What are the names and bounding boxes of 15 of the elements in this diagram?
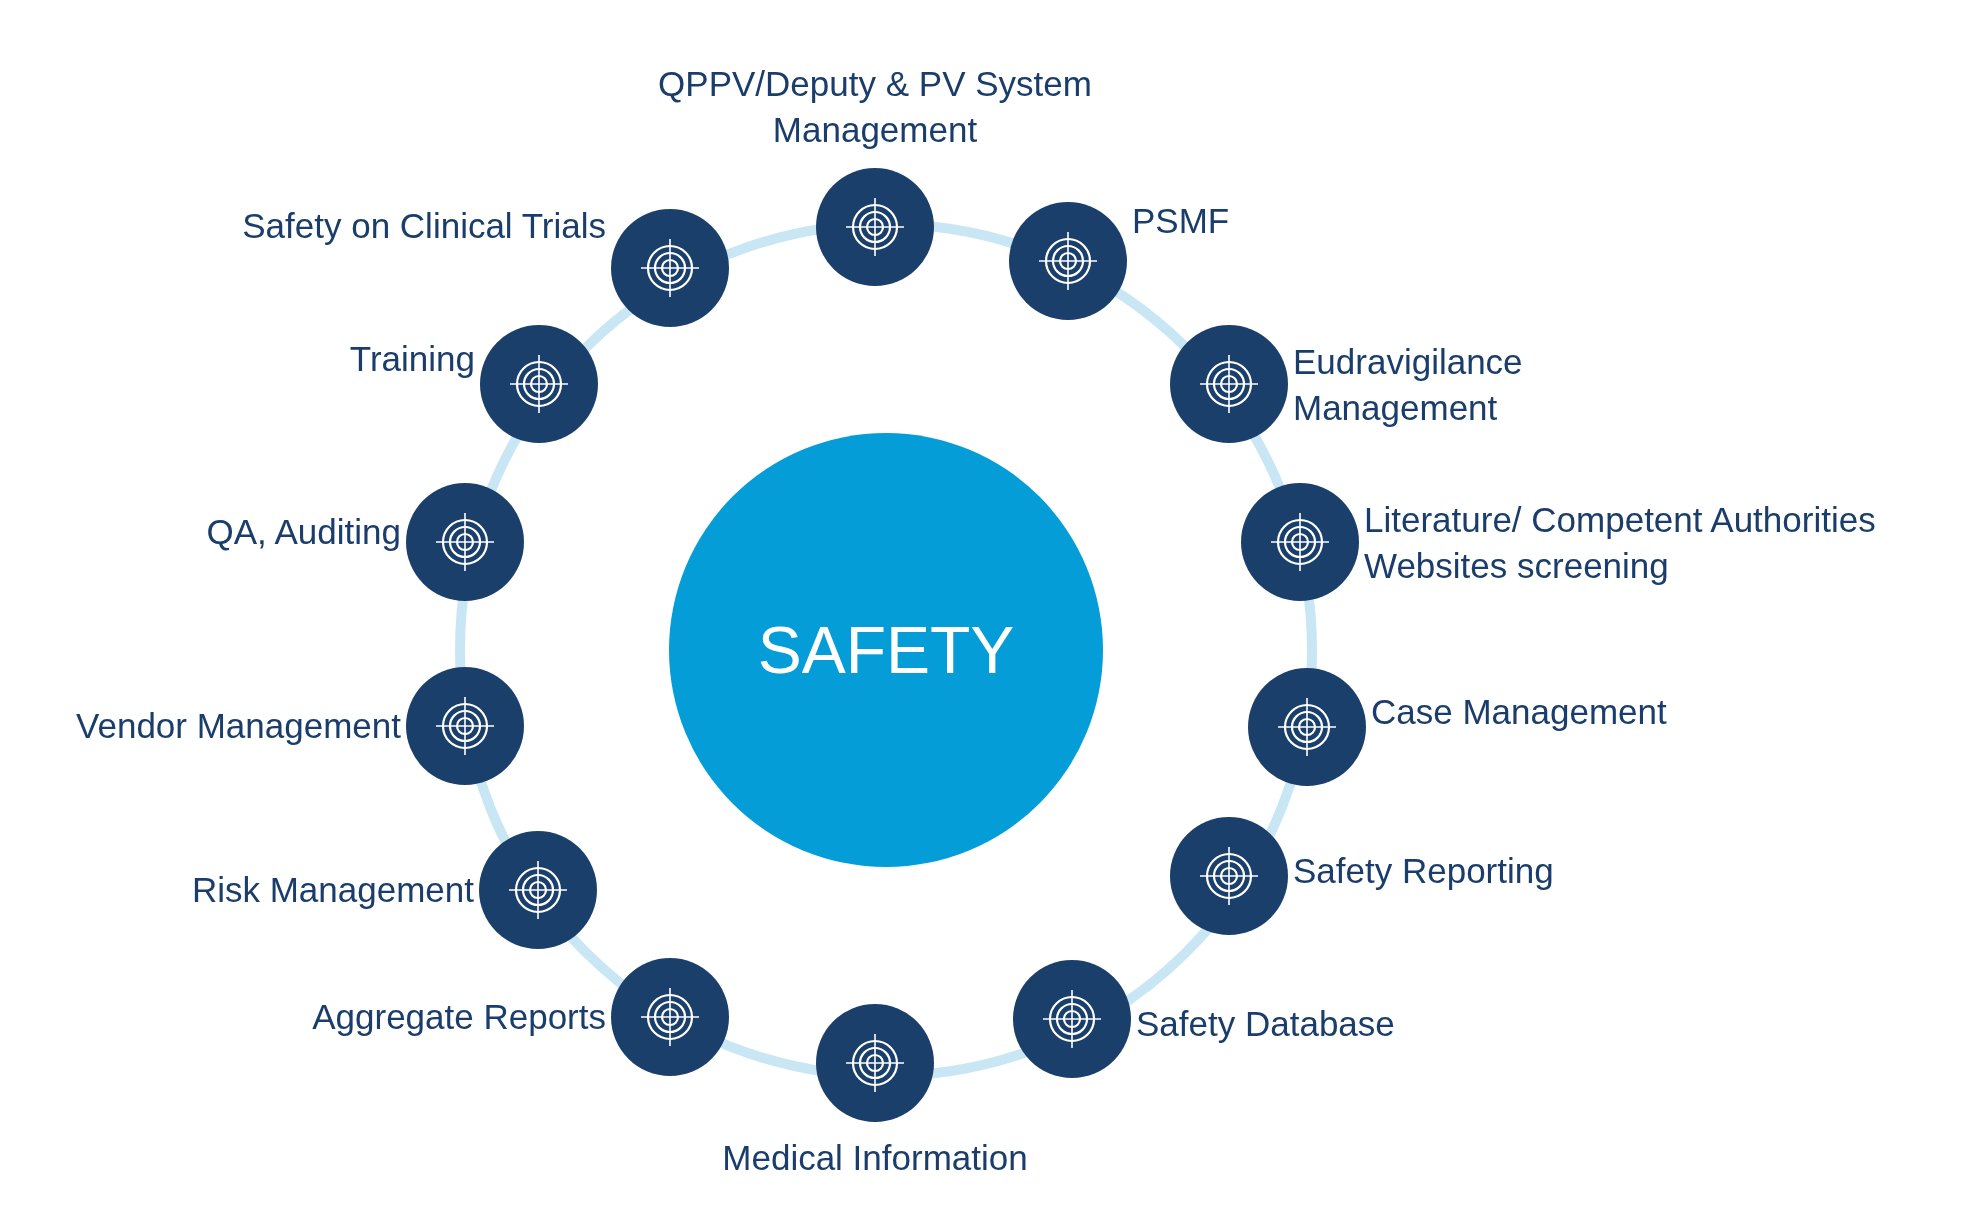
node-label: QPPV/Deputy & PV System Management bbox=[657, 63, 1093, 151]
node-label: Vendor Management bbox=[76, 705, 401, 748]
node-label: PSMF bbox=[1132, 200, 1230, 243]
node-label: Training bbox=[349, 338, 475, 381]
node-label: Aggregate Reports bbox=[312, 996, 606, 1039]
node-label: Medical Information bbox=[722, 1137, 1028, 1179]
node-label: Safety on Clinical Trials bbox=[242, 205, 606, 248]
node-label: Safety Database bbox=[1136, 1003, 1395, 1046]
node-label: Eudravigilance Management bbox=[1293, 340, 1524, 429]
node-label: Safety Reporting bbox=[1293, 850, 1554, 893]
node-label: QA, Auditing bbox=[206, 511, 401, 554]
node-label: Risk Management bbox=[191, 869, 474, 912]
node-label: Case Management bbox=[1371, 691, 1667, 734]
center-circle: SAFETY bbox=[669, 433, 1103, 867]
node-label: Literature/ Competent Authorities Websites screening bbox=[1364, 498, 1877, 587]
